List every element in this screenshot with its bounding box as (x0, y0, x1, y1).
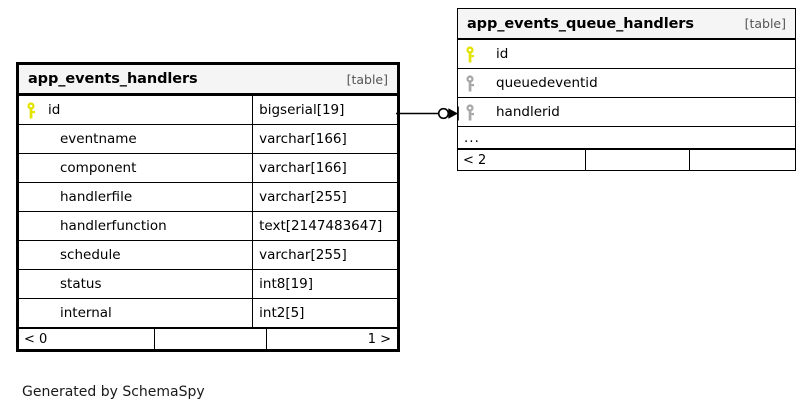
table-app-events-handlers[interactable]: app_events_handlers [table] id bigserial… (16, 62, 400, 352)
table-row[interactable]: component varchar[166] (19, 153, 397, 182)
footer-middle (153, 329, 267, 349)
column-name-cell: handlerid (458, 98, 795, 126)
column-name: id (496, 46, 509, 62)
footer-next-link[interactable]: 1 > (266, 329, 397, 349)
foreign-key-icon (466, 74, 496, 92)
column-name: status (60, 276, 102, 292)
table-row[interactable]: handlerfile varchar[255] (19, 182, 397, 211)
crows-foot-many (448, 108, 458, 119)
column-type: varchar[166] (252, 154, 397, 182)
table-type-tag: [table] (346, 71, 388, 87)
table-row[interactable]: internal int2[5] (19, 298, 397, 327)
table-type-tag: [table] (744, 16, 786, 31)
foreign-key-icon (466, 103, 496, 121)
column-name-cell: component (19, 154, 252, 182)
column-name: handlerfile (60, 189, 133, 205)
column-name-cell: id (458, 40, 795, 68)
more-columns-indicator: ... (458, 126, 795, 148)
table-footer: < 0 1 > (19, 327, 397, 349)
column-name-cell: handlerfile (19, 183, 252, 211)
table-row[interactable]: status int8[19] (19, 269, 397, 298)
relationship-connector (396, 106, 459, 121)
table-row[interactable]: handlerfunction text[2147483647] (19, 211, 397, 240)
cardinality-zero-circle (437, 107, 450, 120)
table-title: app_events_handlers (28, 71, 198, 87)
column-type: varchar[255] (252, 241, 397, 269)
primary-key-icon (466, 45, 496, 63)
table-title: app_events_queue_handlers (467, 15, 694, 32)
primary-key-icon (27, 101, 46, 119)
table-row[interactable]: id (458, 39, 795, 68)
column-name: eventname (60, 131, 137, 147)
column-name-cell: internal (19, 299, 252, 327)
column-type: int8[19] (252, 270, 397, 298)
footer-next-link (689, 150, 794, 170)
table-header: app_events_queue_handlers [table] (458, 9, 795, 39)
table-row[interactable]: schedule varchar[255] (19, 240, 397, 269)
column-type: varchar[255] (252, 183, 397, 211)
column-name-cell: eventname (19, 125, 252, 153)
column-name-cell: schedule (19, 241, 252, 269)
table-header: app_events_handlers [table] (19, 65, 397, 95)
column-name: internal (60, 305, 112, 321)
column-name: schedule (60, 247, 121, 263)
column-name: component (60, 160, 137, 176)
table-app-events-queue-handlers[interactable]: app_events_queue_handlers [table] id (457, 8, 796, 171)
column-name: id (48, 102, 61, 118)
column-name: handlerid (496, 104, 560, 120)
column-name-cell: queuedeventid (458, 69, 795, 97)
column-type: varchar[166] (252, 125, 397, 153)
column-type: int2[5] (252, 299, 397, 327)
column-name: queuedeventid (496, 75, 598, 91)
column-type: text[2147483647] (252, 212, 397, 240)
footer-prev-link[interactable]: < 0 (24, 331, 48, 347)
footer-middle (585, 150, 689, 170)
table-row[interactable]: handlerid (458, 97, 795, 126)
table-footer: < 2 (458, 148, 795, 170)
table-row[interactable]: id bigserial[19] (19, 95, 397, 124)
column-name: handlerfunction (60, 218, 167, 234)
column-name-cell: status (19, 270, 252, 298)
column-name-cell: handlerfunction (19, 212, 252, 240)
generated-by-label: Generated by SchemaSpy (22, 384, 205, 400)
table-row[interactable]: eventname varchar[166] (19, 124, 397, 153)
table-row[interactable]: queuedeventid (458, 68, 795, 97)
column-type: bigserial[19] (252, 96, 397, 124)
footer-prev-link[interactable]: < 2 (463, 152, 487, 168)
column-name-cell: id (19, 96, 252, 124)
